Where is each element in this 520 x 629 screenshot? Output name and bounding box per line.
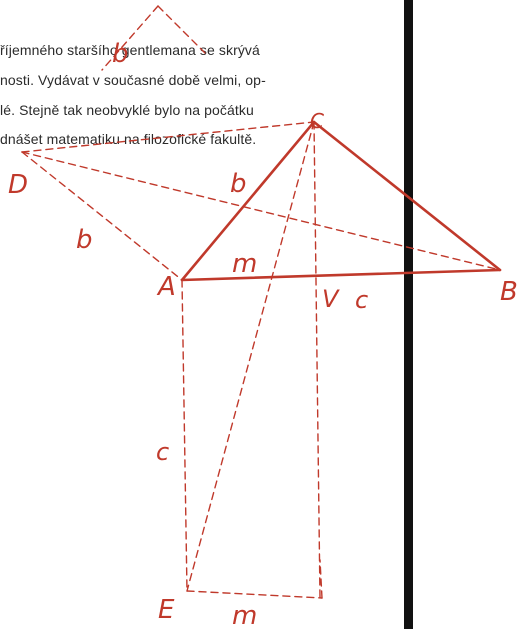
side-ab xyxy=(180,268,502,282)
dashed-line-m-up xyxy=(319,559,323,599)
dashed-line-c-v xyxy=(313,121,321,599)
dashed-line-top-right xyxy=(157,5,206,54)
dashed-line-c-e xyxy=(186,121,315,592)
side-ac xyxy=(180,120,316,282)
label-c-upper: c xyxy=(355,286,368,314)
dashed-line-top-left xyxy=(101,5,159,71)
vertical-bar xyxy=(404,0,413,629)
label-point-c: C xyxy=(310,109,324,133)
text-line-1: říjemného staršího gentlemana se skrývá xyxy=(0,42,260,58)
label-m-upper: m xyxy=(232,249,257,279)
dashed-line-d-c xyxy=(21,121,315,153)
text-line-2: nosti. Vydávat v současné době velmi, op… xyxy=(0,72,266,88)
label-point-b: B xyxy=(500,277,518,307)
label-b-right: b xyxy=(230,169,247,199)
label-point-v: V xyxy=(322,285,340,313)
label-point-e: E xyxy=(158,595,175,625)
dashed-line-d-b xyxy=(21,151,501,271)
text-line-3: lé. Stejně tak neobvyklé bylo na počátku xyxy=(0,102,254,118)
label-b-top: b xyxy=(112,39,129,69)
label-point-d: D xyxy=(8,170,28,200)
label-point-a: A xyxy=(156,272,176,302)
label-c-lower: c xyxy=(156,438,169,466)
dashed-line-e-m xyxy=(186,590,323,599)
dashed-line-a-e xyxy=(181,279,188,592)
label-m-lower: m xyxy=(232,601,257,629)
side-cb xyxy=(312,120,502,272)
dashed-line-d-a xyxy=(21,151,183,281)
label-b-left: b xyxy=(76,225,93,255)
